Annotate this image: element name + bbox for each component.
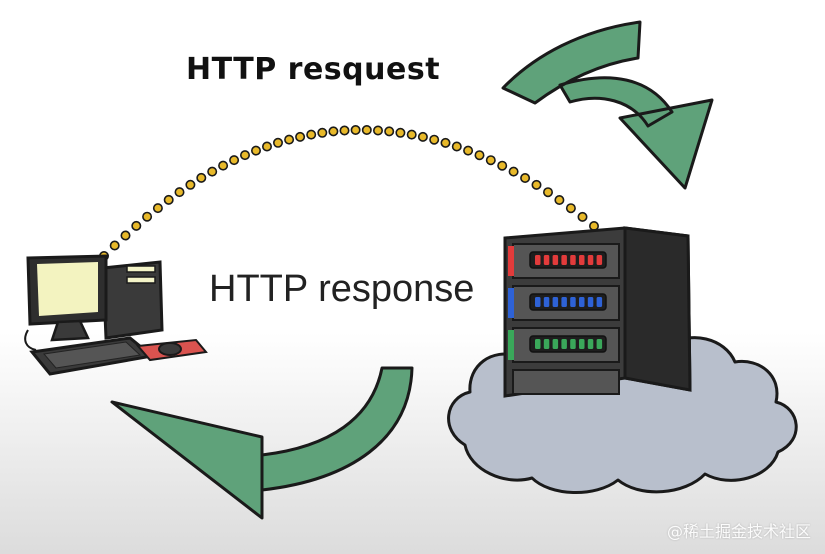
server-led	[579, 297, 585, 307]
server-led	[596, 297, 603, 307]
server-led	[535, 297, 541, 307]
server-led	[587, 297, 594, 307]
request-dot	[577, 211, 588, 222]
server-led	[587, 339, 594, 349]
request-dot	[350, 125, 361, 136]
request-dot	[131, 220, 142, 231]
request-dot	[474, 150, 485, 161]
request-dot	[508, 166, 519, 177]
server-led	[596, 255, 603, 265]
response-arrow-icon	[110, 366, 414, 520]
request-dot	[207, 166, 218, 177]
request-dot	[542, 187, 553, 198]
request-dot	[196, 172, 207, 183]
request-dot	[272, 137, 283, 148]
request-dot	[261, 141, 272, 152]
request-dot	[229, 155, 240, 166]
server-led	[552, 255, 559, 265]
request-dot	[372, 125, 383, 136]
request-dot	[429, 134, 440, 145]
request-dotted-path	[99, 125, 599, 262]
request-dot	[531, 179, 542, 190]
request-dot	[152, 203, 163, 214]
request-dot	[163, 194, 174, 205]
server-led	[543, 255, 550, 265]
server-led	[535, 255, 541, 265]
request-dot	[306, 129, 317, 140]
server-led	[570, 339, 576, 349]
request-dot	[185, 179, 196, 190]
request-dot	[384, 126, 395, 137]
server-led	[552, 297, 559, 307]
request-dot	[251, 145, 262, 156]
request-dot	[497, 160, 508, 171]
request-dot	[295, 131, 306, 142]
request-dot	[218, 160, 229, 171]
request-dot	[328, 126, 339, 137]
server-led	[579, 339, 585, 349]
http-request-label: HTTP resquest	[186, 52, 441, 87]
request-dot	[120, 230, 131, 241]
request-dot	[554, 195, 565, 206]
request-dot	[339, 125, 350, 136]
computer-icon	[24, 254, 208, 376]
request-dot	[317, 127, 328, 138]
request-dot	[174, 187, 185, 198]
request-arrow-icon	[501, 20, 714, 190]
request-dot	[463, 145, 474, 156]
server-led	[579, 255, 585, 265]
request-dot	[485, 155, 496, 166]
request-dot	[142, 211, 153, 222]
server-led	[561, 297, 567, 307]
watermark: @稀土掘金技术社区	[666, 522, 811, 541]
server-led	[561, 255, 567, 265]
request-dot	[440, 137, 451, 148]
server-led	[570, 255, 576, 265]
request-dot	[361, 125, 372, 136]
server-led	[561, 339, 567, 349]
request-dot	[565, 203, 576, 214]
server-led	[535, 339, 541, 349]
request-dot	[417, 131, 428, 142]
request-dot	[240, 150, 251, 161]
request-dot	[520, 173, 531, 184]
http-response-label: HTTP response	[209, 268, 475, 310]
request-dot	[395, 127, 406, 138]
server-led	[543, 297, 550, 307]
server-led	[570, 297, 576, 307]
request-dot	[284, 134, 295, 145]
server-led	[543, 339, 550, 349]
request-dot	[109, 240, 120, 251]
request-dot	[451, 141, 462, 152]
server-led	[587, 255, 594, 265]
request-dot	[406, 129, 417, 140]
server-led	[552, 339, 559, 349]
server-led	[596, 339, 603, 349]
server-rack-icon	[503, 226, 692, 398]
